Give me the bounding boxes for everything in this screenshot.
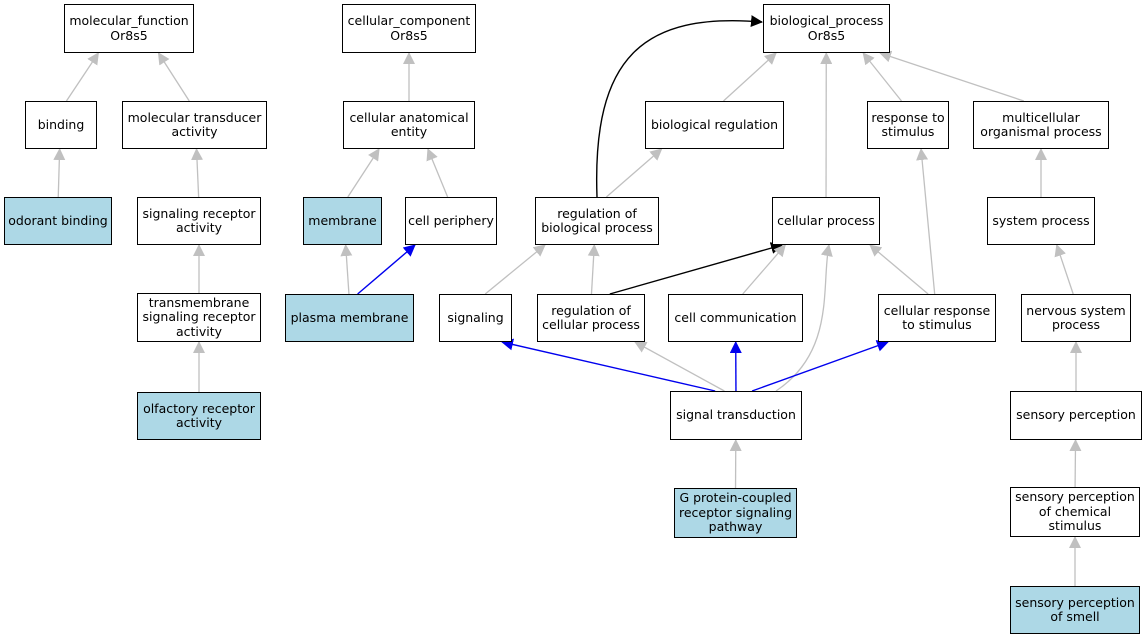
edge-reg_cell-to-cell_proc — [609, 242, 783, 295]
edge-mol_trans-to-mf_root — [157, 52, 190, 102]
edge-nerv-to-sys_proc — [1054, 244, 1074, 295]
node-binding[interactable]: binding — [25, 101, 97, 149]
edge-cell_resp-to-cell_proc — [869, 244, 929, 295]
node-sensory-perception-of-chemical-stimulus[interactable]: sensory perception of chemical stimulus — [1010, 487, 1140, 537]
edge-sig_trans-to-reg_cell — [634, 341, 725, 392]
edge-bio_reg-to-bp_root — [723, 52, 777, 102]
node-regulation-of-biological-process[interactable]: regulation of biological process — [535, 197, 659, 245]
node-transmembrane-signaling-receptor-activity[interactable]: transmembrane signaling receptor activit… — [137, 293, 261, 342]
edge-resp_stim-to-bp_root — [862, 52, 902, 102]
node-signaling-receptor-activity[interactable]: signaling receptor activity — [137, 197, 261, 245]
node-cell-periphery[interactable]: cell periphery — [405, 197, 497, 245]
node-sensory-perception[interactable]: sensory perception — [1010, 391, 1142, 440]
node-g-protein-coupled-receptor-signaling-pathway[interactable]: G protein-coupled receptor signaling pat… — [674, 488, 797, 538]
edge-membrane-to-cae — [347, 148, 380, 198]
edge-reg_bio-to-bp_root — [595, 15, 763, 198]
node-signal-transduction[interactable]: signal transduction — [670, 391, 802, 440]
node-multicellular-organismal-process[interactable]: multicellular organismal process — [973, 101, 1109, 149]
edge-plasma-to-membrane — [340, 244, 353, 295]
node-odorant-binding[interactable]: odorant binding — [4, 197, 112, 245]
node-system-process[interactable]: system process — [987, 197, 1095, 245]
edge-plasma-to-cell_per — [357, 244, 416, 295]
edge-sig_trans-to-cell_resp — [751, 340, 889, 392]
edge-odorant-to-binding — [53, 148, 66, 198]
edge-reg_cell-to-reg_bio — [587, 244, 600, 295]
edge-multi-to-bp_root — [879, 50, 1025, 102]
edge-sig_trans-to-signaling — [501, 338, 716, 392]
node-biological-regulation[interactable]: biological regulation — [645, 101, 784, 149]
node-plasma-membrane[interactable]: plasma membrane — [285, 294, 414, 342]
edge-cell_per-to-cae — [426, 148, 449, 198]
edge-cell_resp-to-resp_stim — [916, 148, 936, 295]
edge-signaling-to-reg_bio — [484, 244, 546, 295]
node-sensory-perception-of-smell[interactable]: sensory perception of smell — [1010, 586, 1140, 634]
edge-cell_comm-to-cell_proc — [742, 244, 786, 295]
node-response-to-stimulus[interactable]: response to stimulus — [867, 101, 949, 149]
node-cellular-component-root[interactable]: cellular_component Or8s5 — [342, 4, 476, 53]
edge-sig_rec-to-mol_trans — [191, 148, 204, 198]
node-signaling[interactable]: signaling — [439, 294, 512, 342]
edge-reg_bio-to-bio_reg — [605, 148, 663, 198]
node-molecular-function-root[interactable]: molecular_function Or8s5 — [64, 4, 194, 53]
edge-binding-to-mf_root — [65, 52, 99, 102]
node-membrane[interactable]: membrane — [303, 197, 382, 245]
node-cellular-process[interactable]: cellular process — [772, 197, 880, 245]
node-nervous-system-process[interactable]: nervous system process — [1021, 294, 1131, 342]
node-cellular-anatomical-entity[interactable]: cellular anatomical entity — [343, 101, 475, 149]
node-regulation-of-cellular-process[interactable]: regulation of cellular process — [537, 294, 645, 342]
node-olfactory-receptor-activity[interactable]: olfactory receptor activity — [137, 392, 261, 440]
node-cell-communication[interactable]: cell communication — [668, 294, 803, 342]
node-biological-process-root[interactable]: biological_process Or8s5 — [763, 4, 890, 53]
node-molecular-transducer-activity[interactable]: molecular transducer activity — [122, 101, 267, 149]
node-cellular-response-to-stimulus[interactable]: cellular response to stimulus — [878, 294, 996, 342]
